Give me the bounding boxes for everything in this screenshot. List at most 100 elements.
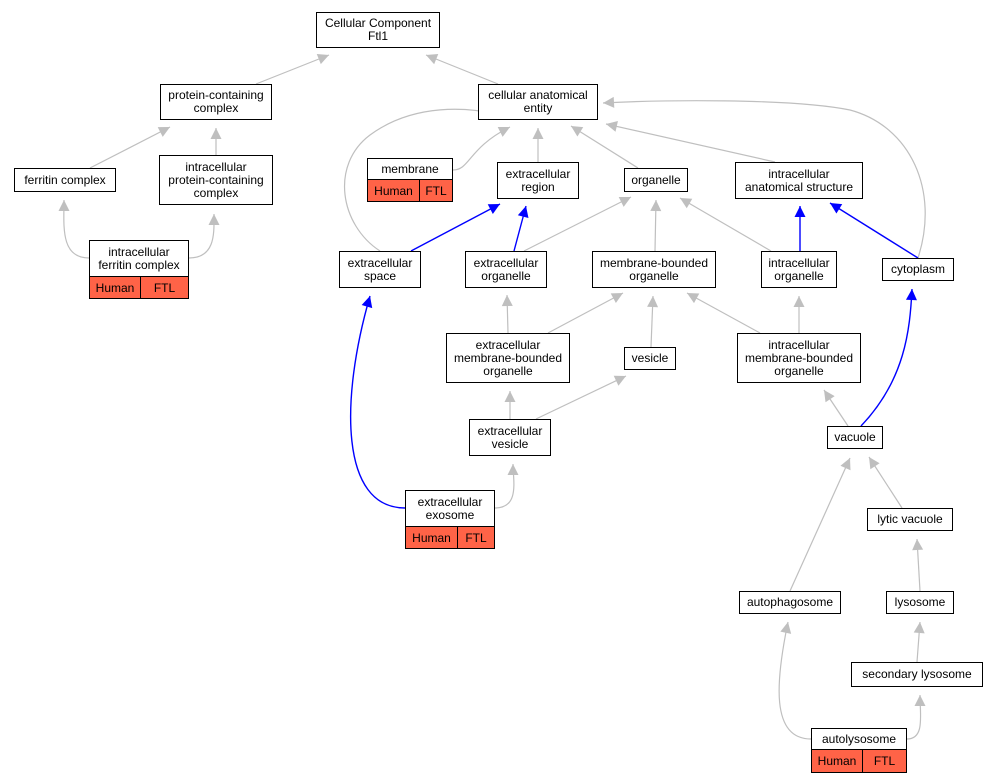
node-intracellular-protein-containing-complex[interactable]: intracellular protein-containing complex (159, 155, 273, 205)
node-extracellular-membrane-bounded-organelle[interactable]: extracellular membrane-bounded organelle (446, 333, 570, 383)
arrowhead (210, 128, 222, 139)
node-label: cellular anatomical entity (488, 88, 588, 115)
arrowhead (869, 457, 880, 470)
edge-intracellular-ferritin-complex-to-ferritin-complex (58, 199, 90, 259)
edge-protein-containing-complex-to-root (255, 53, 330, 85)
edge-autolysosome-to-secondary-lysosome (906, 694, 926, 740)
arrowhead (647, 296, 659, 308)
edge-intracellular-membrane-bounded-organelle-to-intracellular-organelle (793, 296, 805, 333)
node-autolysosome[interactable]: autolysosome (811, 728, 907, 750)
arrowhead (680, 198, 693, 209)
node-label: intracellular anatomical structure (744, 166, 854, 194)
arrowhead (830, 203, 843, 214)
arrowhead (517, 206, 529, 219)
node-intracellular-membrane-bounded-organelle[interactable]: intracellular membrane-bounded organelle (737, 333, 861, 383)
edge-vacuole-to-intracellular-membrane-bounded-organelle (823, 389, 849, 427)
edge-cytoplasm-to-intracellular-anatomical-structure (829, 202, 919, 259)
node-organelle[interactable]: organelle (624, 168, 688, 192)
species-cell: Human (406, 527, 457, 548)
node-membrane[interactable]: membrane (367, 158, 453, 180)
edge-intracellular-organelle-to-intracellular-anatomical-structure (794, 206, 806, 251)
edge-vesicle-to-membrane-bounded-organelle (647, 295, 659, 348)
edge-autolysosome-to-autophagosome (778, 621, 812, 740)
gene-cell: FTL (457, 527, 494, 548)
arrowhead (532, 128, 544, 139)
edge-extracellular-membrane-bounded-organelle-to-membrane-bounded-organelle (547, 292, 624, 334)
node-intracellular-anatomical-structure[interactable]: intracellular anatomical structure (735, 162, 863, 199)
node-root[interactable]: Cellular Component Ftl1 (316, 12, 440, 48)
node-intracellular-organelle[interactable]: intracellular organelle (761, 251, 837, 288)
arrowhead (571, 126, 584, 137)
node-ferritin-complex[interactable]: ferritin complex (14, 168, 116, 192)
node-lysosome[interactable]: lysosome (886, 591, 954, 614)
edge-intracellular-ferritin-complex-to-intracellular-protein-containing-complex (188, 213, 220, 259)
arrowhead (913, 622, 925, 634)
node-label: autolysosome (821, 731, 897, 746)
edge-extracellular-vesicle-to-extracellular-membrane-bounded-organelle (504, 391, 516, 419)
node-label: membrane-bounded organelle (599, 255, 709, 283)
edge-lytic-vacuole-to-vacuole (868, 456, 903, 509)
edge-intracellular-anatomical-structure-to-cellular-anatomical-entity (605, 121, 776, 163)
edge-extracellular-membrane-bounded-organelle-to-extracellular-organelle (501, 294, 513, 334)
node-vesicle[interactable]: vesicle (624, 347, 676, 370)
arrowhead (603, 96, 615, 108)
arrowhead (650, 200, 662, 212)
gene-cell: FTL (862, 750, 906, 772)
node-label: lysosome (894, 595, 946, 609)
arrowhead (794, 206, 806, 217)
edge-extracellular-exosome-to-extracellular-vesicle (494, 463, 519, 509)
arrowhead (824, 390, 835, 403)
arrowhead (157, 127, 170, 137)
arrowhead (504, 391, 516, 402)
arrowhead (316, 53, 329, 65)
edge-extracellular-exosome-to-extracellular-space (349, 295, 406, 509)
node-vacuole[interactable]: vacuole (827, 426, 883, 449)
node-extracellular-exosome[interactable]: extracellular exosome (405, 490, 495, 527)
gene-cell: FTL (419, 180, 452, 201)
node-membrane-bounded-organelle[interactable]: membrane-bounded organelle (592, 251, 716, 288)
edge-extracellular-vesicle-to-vesicle (535, 375, 627, 420)
node-label: cytoplasm (890, 262, 946, 276)
species-cell: Human (90, 277, 140, 298)
node-extracellular-organelle[interactable]: extracellular organelle (465, 251, 547, 288)
node-extracellular-space[interactable]: extracellular space (339, 251, 421, 288)
node-label: Cellular Component Ftl1 (324, 16, 432, 43)
arrowhead (361, 296, 373, 309)
node-label: membrane (381, 161, 439, 176)
node-label: lytic vacuole (877, 512, 943, 526)
node-label: ferritin complex (24, 172, 106, 187)
node-intracellular-ferritin-complex[interactable]: intracellular ferritin complex (89, 240, 189, 277)
node-extracellular-region[interactable]: extracellular region (497, 162, 579, 199)
node-lytic-vacuole[interactable]: lytic vacuole (867, 508, 953, 531)
edge-ferritin-complex-to-protein-containing-complex (89, 126, 171, 169)
node-label: extracellular exosome (417, 494, 483, 522)
edge-vacuole-to-cytoplasm (860, 288, 917, 427)
node-cytoplasm[interactable]: cytoplasm (882, 258, 954, 281)
node-secondary-lysosome[interactable]: secondary lysosome (851, 662, 983, 687)
arrowhead (613, 375, 626, 386)
node-cellular-anatomical-entity[interactable]: cellular anatomical entity (478, 84, 598, 120)
node-label: intracellular organelle (768, 255, 830, 283)
node-label: organelle (631, 172, 681, 187)
node-label: protein-containing complex (168, 88, 264, 115)
node-extracellular-vesicle[interactable]: extracellular vesicle (469, 419, 551, 456)
edge-membrane-to-cellular-anatomical-entity (452, 126, 511, 171)
node-autophagosome[interactable]: autophagosome (739, 591, 841, 614)
edge-extracellular-organelle-to-extracellular-region (513, 205, 529, 252)
arrowhead (905, 289, 917, 301)
edge-cellular-anatomical-entity-to-root (425, 54, 499, 85)
edge-intracellular-organelle-to-organelle (679, 197, 772, 252)
node-protein-containing-complex[interactable]: protein-containing complex (160, 84, 272, 120)
arrowhead (208, 214, 220, 225)
edge-intracellular-membrane-bounded-organelle-to-membrane-bounded-organelle (686, 292, 761, 334)
edge-lysosome-to-lytic-vacuole (912, 538, 924, 592)
arrowhead (507, 464, 519, 475)
arrowhead (610, 293, 623, 304)
edge-extracellular-organelle-to-organelle (523, 196, 632, 252)
edge-extracellular-space-to-extracellular-region (410, 203, 501, 252)
arrowhead (793, 296, 805, 307)
node-label: vacuole (834, 430, 876, 444)
